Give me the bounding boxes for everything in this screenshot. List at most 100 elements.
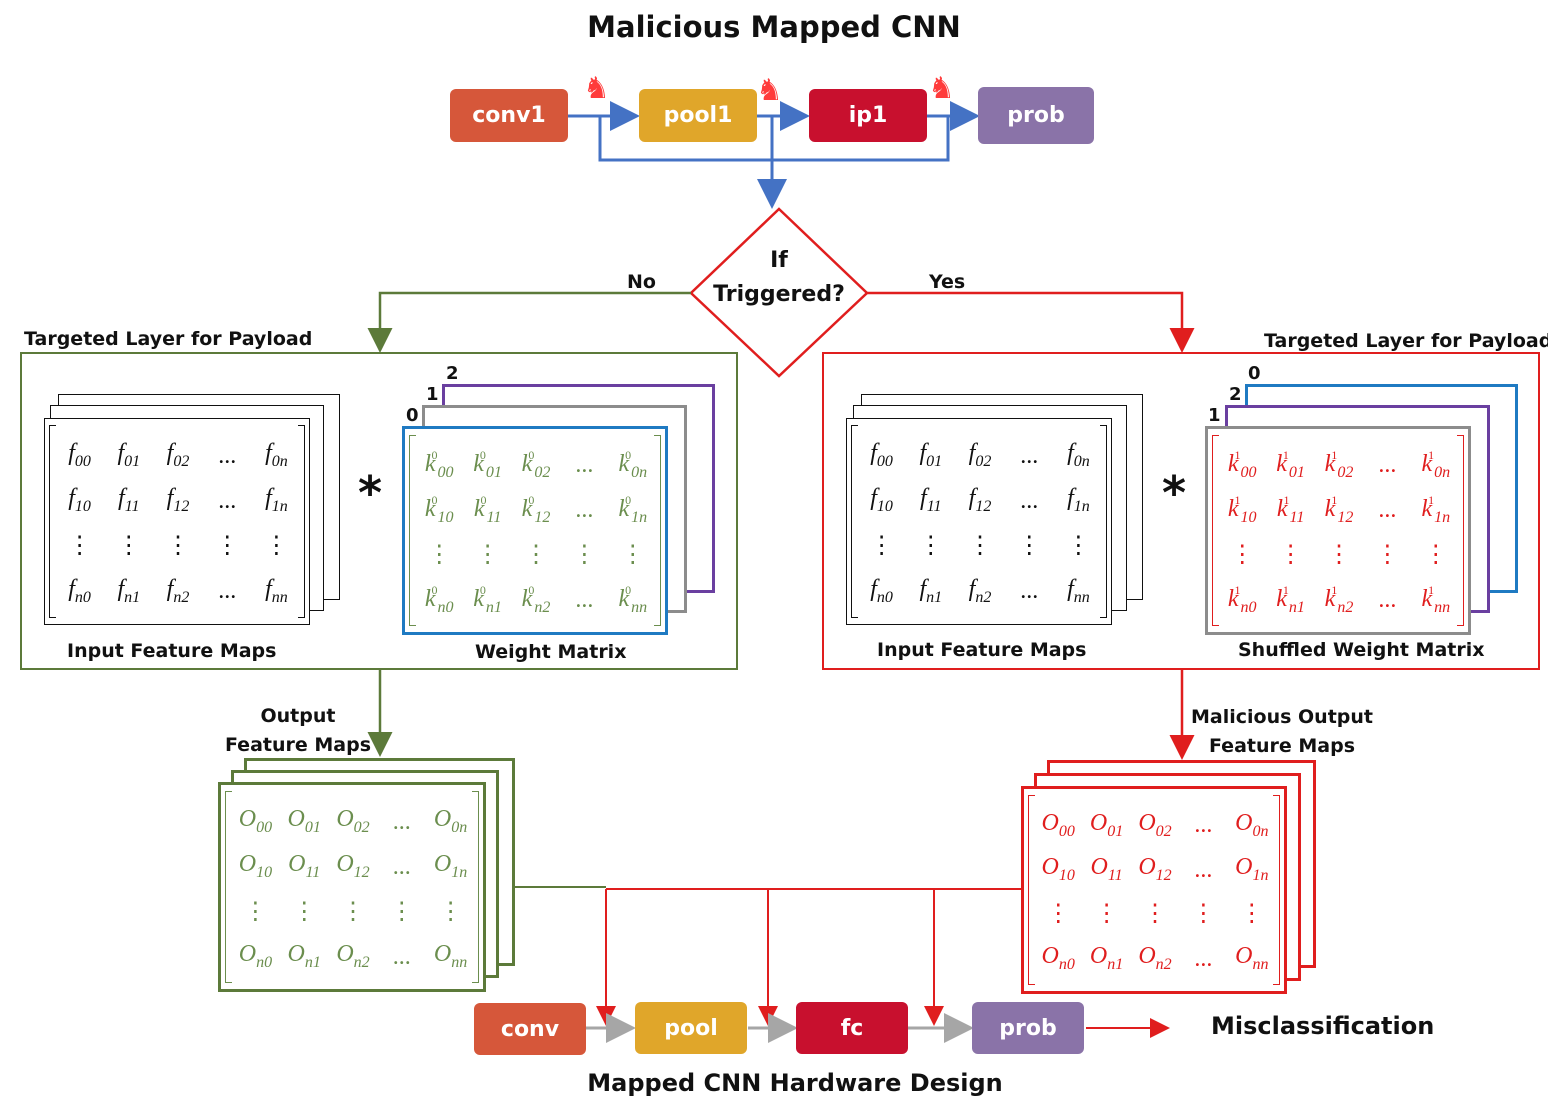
matrix-cell: k011 xyxy=(473,493,502,527)
left-output-label-line2: Feature Maps xyxy=(224,734,372,756)
matrix-cell: ⋮ xyxy=(869,533,894,560)
stack-index-1: 1 xyxy=(1208,405,1221,426)
tap-bus xyxy=(598,116,950,162)
trojan-horse-icon: ♞ xyxy=(583,72,610,105)
matrix-cell: ⋮ xyxy=(1191,901,1216,928)
matrix-cell: ⋮ xyxy=(1094,901,1119,928)
matrix-cell: f11 xyxy=(118,485,140,516)
matrix-cell: ... xyxy=(1194,945,1213,972)
yes-path xyxy=(867,291,1195,353)
matrix-cell: k1n2 xyxy=(1324,582,1354,616)
matrix-cell: ... xyxy=(218,487,237,514)
matrix-cell: ... xyxy=(1194,856,1213,883)
matrix-cell: ... xyxy=(575,452,594,479)
matrix-cell: O10 xyxy=(1041,854,1075,885)
matrix-cell: O0n xyxy=(433,806,468,836)
right-input-label: Input Feature Maps xyxy=(877,639,1087,661)
matrix-cell: k1nn xyxy=(1421,582,1451,616)
right-output-label-line2: Feature Maps xyxy=(1208,735,1356,757)
matrix-cell: ⋮ xyxy=(1017,533,1042,560)
matrix-cell: k0n2 xyxy=(521,582,551,616)
matrix-cell: k010 xyxy=(424,493,454,527)
matrix-cell: ⋮ xyxy=(1142,901,1167,928)
matrix-cell: O01 xyxy=(287,806,321,836)
decision-line1: If xyxy=(770,248,788,273)
misclassification-label: Misclassification xyxy=(1211,1012,1435,1040)
matrix-cell: f01 xyxy=(117,440,141,471)
matrix-cell: k0n0 xyxy=(424,582,454,616)
matrix-cell: k11n xyxy=(1421,493,1451,527)
matrix-cell: k1n0 xyxy=(1227,582,1257,616)
matrix-cell: f01 xyxy=(919,440,943,471)
left-output-label-line1: Output xyxy=(260,705,336,727)
matrix-cell: fn2 xyxy=(968,575,992,606)
matrix-cell: O1n xyxy=(433,851,468,881)
matrix-cell: ⋮ xyxy=(1375,541,1400,568)
matrix-cell: ⋮ xyxy=(389,898,414,925)
block-fc: fc xyxy=(796,1002,908,1054)
block-fc-label: fc xyxy=(840,1015,864,1041)
block-pool-label: pool xyxy=(664,1015,718,1041)
matrix-cell: f00 xyxy=(870,440,893,471)
block-conv-label: conv xyxy=(500,1016,560,1042)
matrix-cell: f00 xyxy=(68,440,91,471)
matrix-cell: k100 xyxy=(1227,448,1257,482)
matrix-cell: O01 xyxy=(1089,809,1124,840)
matrix-cell: k110 xyxy=(1227,493,1257,527)
convolution-operator: * xyxy=(358,466,383,520)
matrix-cell: ⋮ xyxy=(967,533,992,560)
matrix-cell: fn1 xyxy=(919,575,943,606)
left-output-label: Output Feature Maps xyxy=(218,702,378,760)
decision-line2: Triggered? xyxy=(713,282,845,307)
matrix-cell: ⋮ xyxy=(1278,541,1303,568)
matrix-cell: ⋮ xyxy=(620,541,645,568)
trojan-horse-icon: ♞ xyxy=(928,72,955,105)
matrix-cell: fn2 xyxy=(166,575,190,606)
matrix-cell: ⋮ xyxy=(67,533,92,560)
matrix-cell: ... xyxy=(575,586,594,613)
matrix-cell: k1n1 xyxy=(1276,582,1305,616)
matrix-cell: f1n xyxy=(1067,485,1090,516)
matrix-cell: k101 xyxy=(1276,448,1305,482)
matrix-cell: k111 xyxy=(1276,493,1305,527)
matrix-cell: ⋮ xyxy=(340,898,365,925)
matrix-cell: k002 xyxy=(521,448,551,482)
right-output-label: Malicious Output Feature Maps xyxy=(1180,703,1384,761)
matrix-cell: O0n xyxy=(1235,809,1269,840)
matrix-cell: k01n xyxy=(618,493,648,527)
matrix-cell: ⋮ xyxy=(116,533,141,560)
matrix-cell: On1 xyxy=(287,941,321,971)
matrix-cell: ⋮ xyxy=(438,898,463,925)
matrix-cell: Onn xyxy=(433,941,468,971)
matrix-cell: ⋮ xyxy=(427,541,452,568)
matrix-cell: ⋮ xyxy=(292,898,317,925)
block-pool: pool xyxy=(635,1002,747,1054)
matrix-cell: k10n xyxy=(1421,448,1451,482)
matrix-cell: ... xyxy=(1378,497,1397,524)
matrix-cell: fnn xyxy=(265,575,288,606)
matrix-cell: f12 xyxy=(166,485,190,516)
matrix-cell: O1n xyxy=(1235,854,1269,885)
convolution-operator: * xyxy=(1162,466,1187,520)
diagram-title: Malicious Mapped CNN xyxy=(587,10,961,44)
stack-index-1: 1 xyxy=(426,384,439,405)
matrix-cell: k102 xyxy=(1324,448,1354,482)
block-conv1-label: conv1 xyxy=(472,103,546,128)
matrix-cell: ⋮ xyxy=(1230,541,1255,568)
left-weight-label: Weight Matrix xyxy=(475,641,627,663)
matrix-cell: f0n xyxy=(1067,440,1090,471)
matrix-cell: O02 xyxy=(1138,809,1172,840)
matrix-cell: ⋮ xyxy=(264,533,289,560)
matrix-cell: ⋮ xyxy=(215,533,240,560)
matrix-cell: k0nn xyxy=(618,582,648,616)
decision-diamond xyxy=(689,207,869,378)
block-conv: conv xyxy=(474,1003,586,1055)
matrix-cell: ... xyxy=(218,442,237,469)
matrix-cell: f0n xyxy=(265,440,288,471)
matrix-cell: ... xyxy=(1378,452,1397,479)
